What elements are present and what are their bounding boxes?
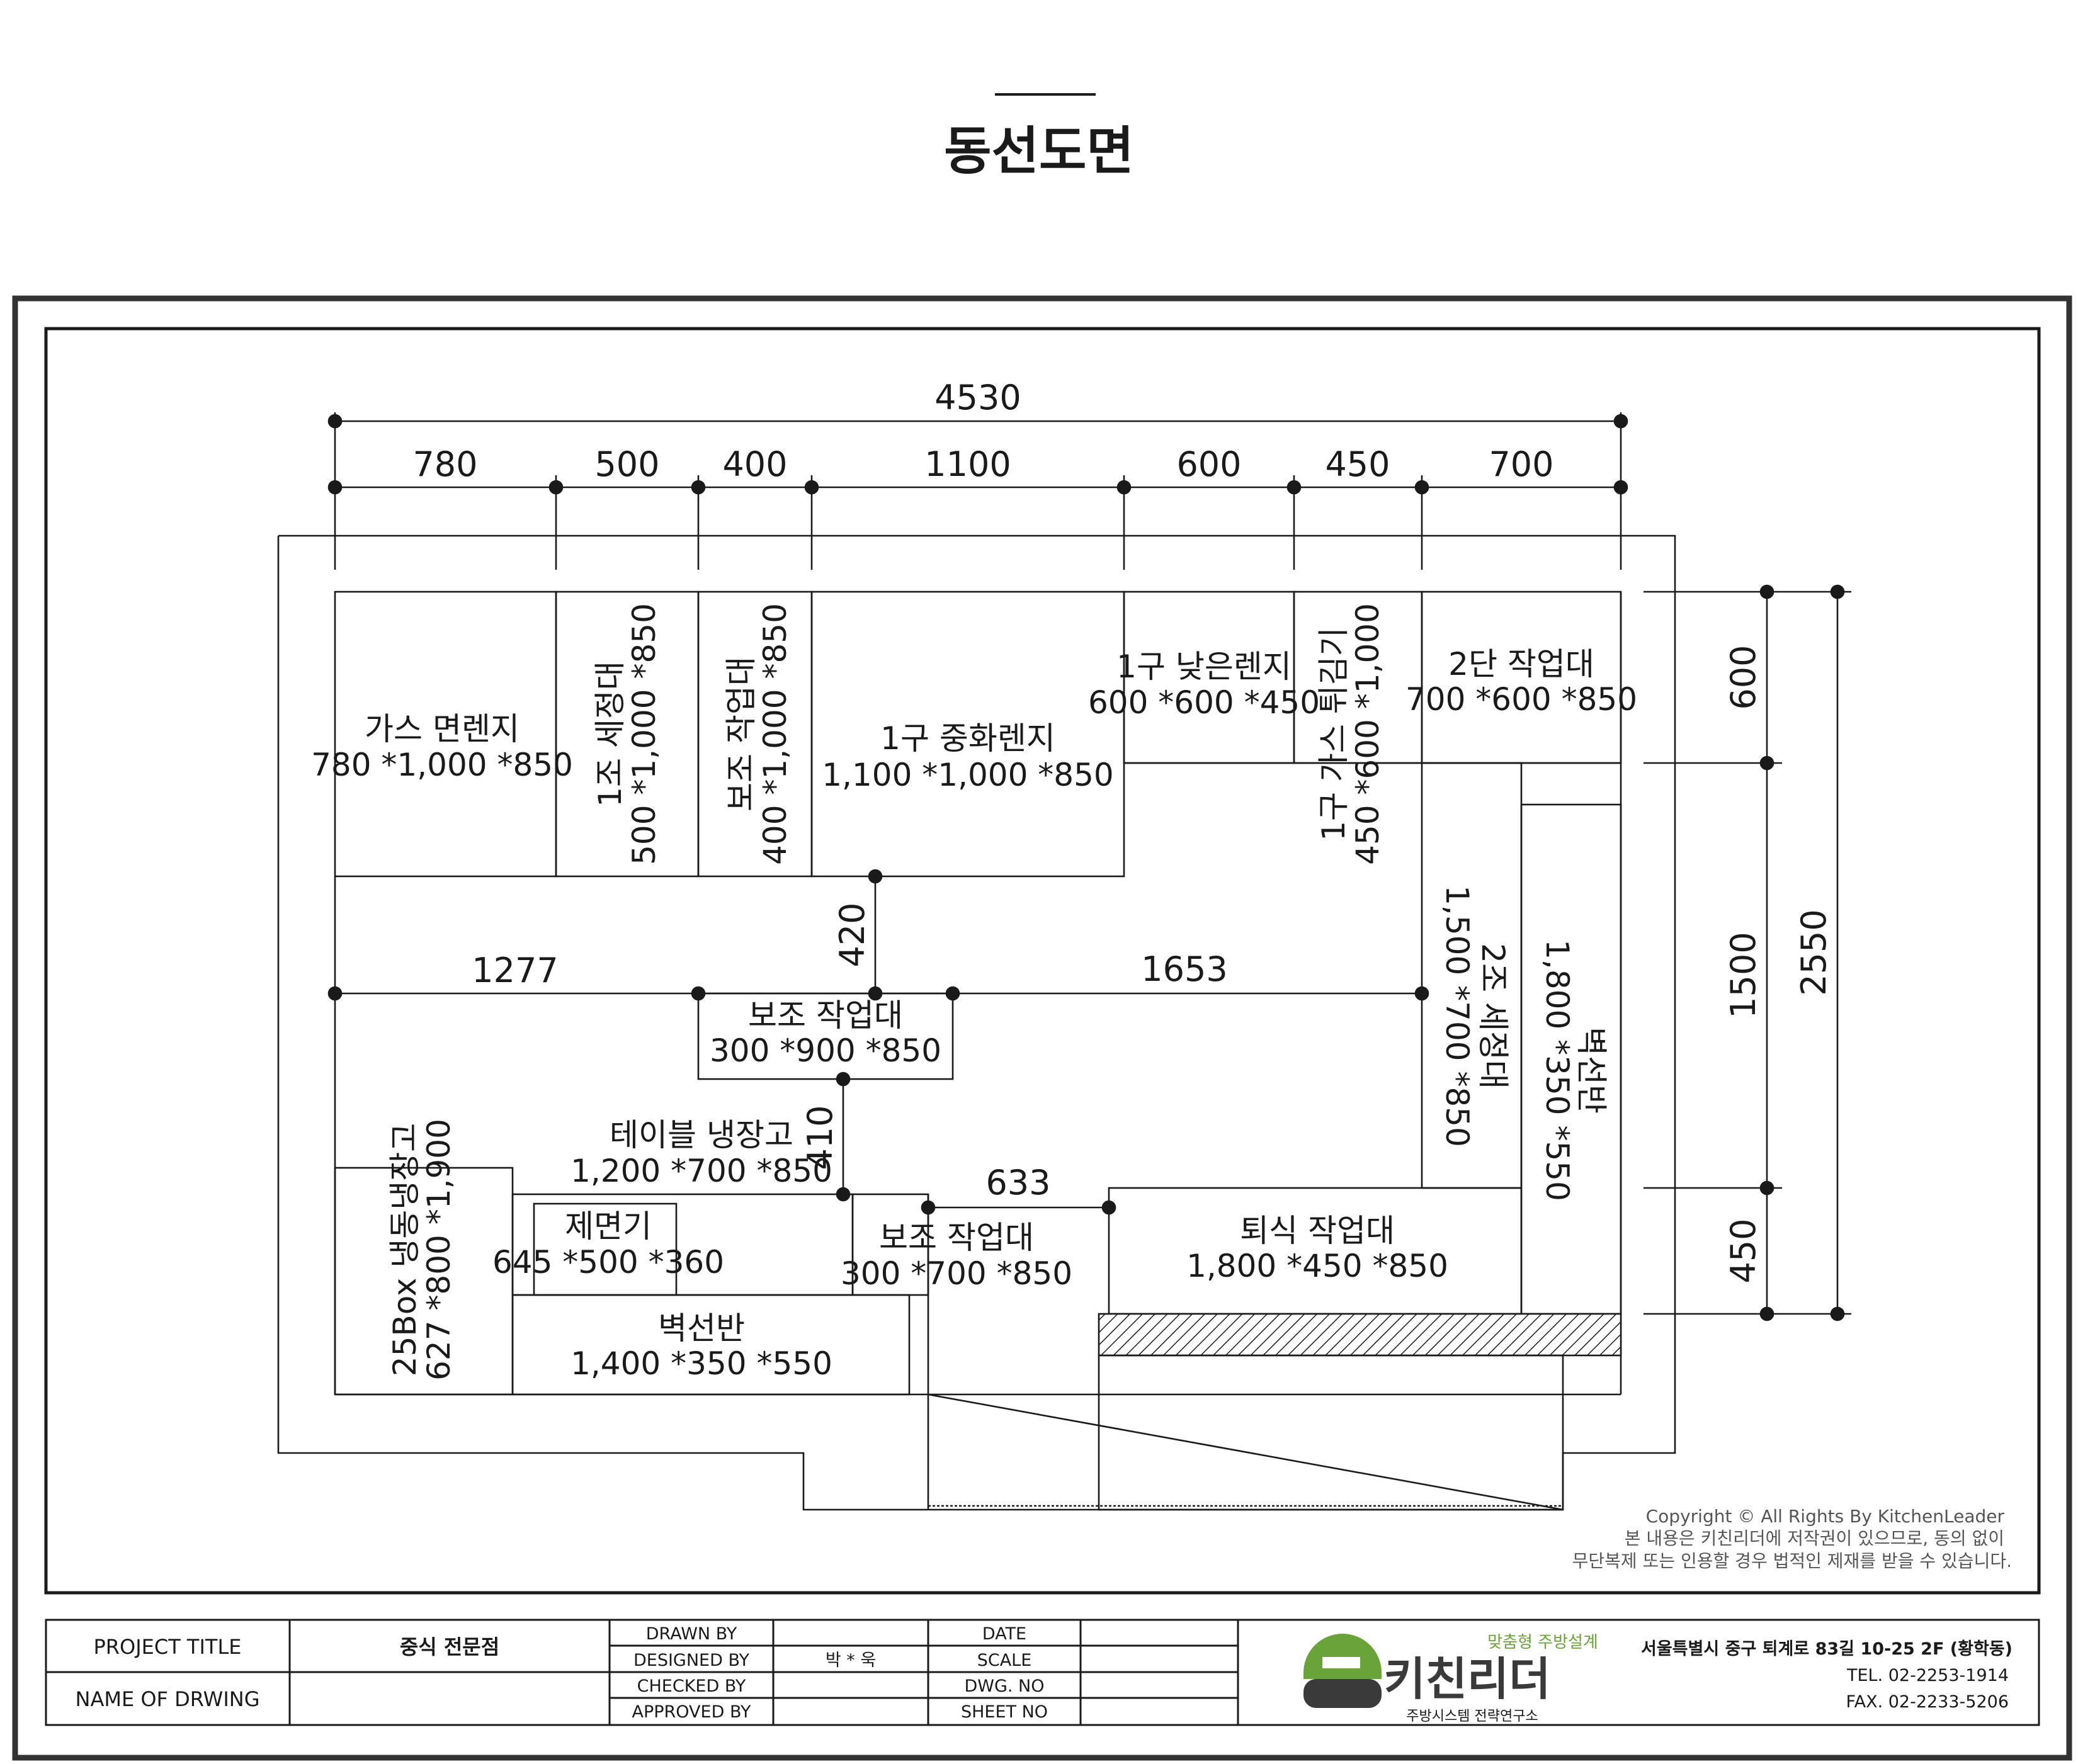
dim-right-seg: 600 [1723,645,1763,710]
dim-right-total: 2550 [1794,909,1834,995]
equipment-name: 테이블 냉장고 [610,1117,793,1153]
dimension-labels: 4530 780 500 400 1100 600 450 700 600 15… [412,378,1834,1284]
dim-top-total: 4530 [934,378,1021,417]
equipment-size: 1,500 *700 *850 [1439,885,1475,1147]
equipment-size: 300 *700 *850 [841,1255,1072,1292]
equipment-name: 2단 작업대 [1448,646,1594,682]
equipment-size: 450 *600 *1,000 [1349,603,1386,865]
page-title: 동선도면 [944,122,1134,181]
dim-top-seg: 780 [412,444,477,484]
door-opening [1098,1354,1564,1511]
dim-top-seg: 600 [1176,444,1241,484]
dim-lower-depth: 410 [800,1105,840,1170]
logo-mark [1303,1679,1382,1708]
equipment-name: 제면기 [565,1208,652,1245]
dimension-lines [327,412,1851,1321]
equipment-size: 500 *1,000 *850 [626,603,662,865]
equipment-size: 780 *1,000 *850 [311,747,573,783]
dim-top-seg: 1100 [924,444,1011,484]
date-label: DATE [982,1624,1026,1644]
copyright-line: Copyright © All Rights By KitchenLeader [1646,1506,2005,1527]
equipment-size: 600 *600 *450 [1088,684,1320,721]
drawn-by-label: DRAWN BY [646,1624,737,1644]
equipment-size: 1,400 *350 *550 [571,1345,832,1382]
equipment-name: 퇴식 작업대 [1240,1213,1395,1249]
equipment-name: 1조 세정대 [592,661,628,807]
logo-name: 키친리더 [1384,1653,1551,1705]
logo-mark [1303,1634,1382,1679]
equipment-size: 627 *800 *1,900 [421,1119,457,1381]
equipment-size: 1,800 *350 *550 [1539,939,1576,1201]
equipment-size: 400 *1,000 *850 [757,603,793,865]
designer-value: 박 * 욱 [826,1651,876,1670]
dim-right-seg: 1500 [1723,932,1763,1018]
dim-right-seg: 450 [1723,1218,1763,1283]
equipment-name: 벽선반 [1573,1027,1610,1114]
dim-aisle-left: 1277 [472,951,558,990]
equipment-size: 1,800 *450 *850 [1186,1248,1448,1284]
dim-top-seg: 400 [722,444,787,484]
dim-lower-width: 633 [985,1163,1050,1202]
dim-top-seg: 700 [1489,444,1553,484]
equipment-name: 1구 낮은렌지 [1116,648,1292,685]
equipment-name: 보조 작업대 [879,1219,1034,1256]
equipment-name: 25Box 냉동냉장고 [387,1123,423,1376]
outer-frame [12,295,2072,1761]
equipment-name: 가스 면렌지 [365,711,520,747]
logo-subtitle: 주방시스템 전략연구소 [1406,1709,1538,1724]
address-text: 서울특별시 중구 퇴계로 83길 10-25 2F (황학동) [1641,1639,2013,1659]
dwg-no-label: DWG. NO [964,1676,1044,1696]
logo-tagline: 맞춤형 주방설계 [1487,1633,1598,1652]
equipment-name: 벽선반 [658,1310,745,1347]
dim-top-seg: 450 [1325,444,1390,484]
company-address: 서울특별시 중구 퇴계로 83길 10-25 2F (황학동) TEL. 02-… [1641,1639,2013,1712]
copyright-note: Copyright © All Rights By KitchenLeader … [1572,1506,2012,1571]
drawing-name-label: NAME OF DRWING [76,1687,260,1711]
title-block [45,1619,2040,1726]
equipment-name: 보조 작업대 [748,997,903,1034]
scale-label: SCALE [977,1651,1032,1670]
dim-top-seg: 500 [594,444,659,484]
project-title-label: PROJECT TITLE [93,1635,241,1659]
plan-drawing [277,534,1676,1511]
equipment-name: 보조 작업대 [723,657,759,811]
checked-by-label: CHECKED BY [637,1676,746,1696]
equipment-name: 2조 세정대 [1475,943,1511,1089]
dim-aisle-depth: 420 [832,902,872,967]
equipment-name: 1구 가스 튀김기 [1315,627,1352,841]
door-swing [928,1393,1564,1511]
approved-by-label: APPROVED BY [632,1702,751,1722]
sheet-no-label: SHEET NO [961,1702,1048,1722]
equipment-size: 1,200 *700 *850 [571,1153,832,1189]
equipment-labels: 가스 면렌지 780 *1,000 *850 1조 세정대 500 *1,000… [311,603,1637,1382]
copyright-line: 본 내용은 키친리더에 저작권이 있으므로, 동의 없이 [1625,1528,2004,1549]
fax-text: FAX. 02-2233-5206 [1846,1692,2009,1712]
copyright-line: 무단복제 또는 인용할 경우 법적인 제재를 받을 수 있습니다. [1572,1551,2012,1571]
logo-mark [1322,1657,1360,1668]
company-logo: 맞춤형 주방설계 키친리더 주방시스템 전략연구소 [1303,1633,1598,1724]
designed-by-label: DESIGNED BY [633,1651,750,1670]
title-block-text: PROJECT TITLE 중식 전문점 NAME OF DRWING DRAW… [76,1624,1048,1722]
equipment-size: 645 *500 *360 [492,1244,724,1281]
equipment-size: 300 *900 *850 [710,1032,941,1069]
inner-frame [44,327,2041,1595]
project-title-value: 중식 전문점 [400,1635,499,1659]
tel-text: TEL. 02-2253-1914 [1846,1666,2009,1685]
hatched-wall [1098,1313,1622,1357]
equipment-size: 700 *600 *850 [1405,681,1637,718]
dim-aisle-right: 1653 [1141,949,1227,989]
wall-shelf-bottom-box [511,1294,911,1396]
equipment-size: 1,100 *1,000 *850 [822,757,1114,793]
equipment-name: 1구 중화렌지 [880,720,1055,757]
